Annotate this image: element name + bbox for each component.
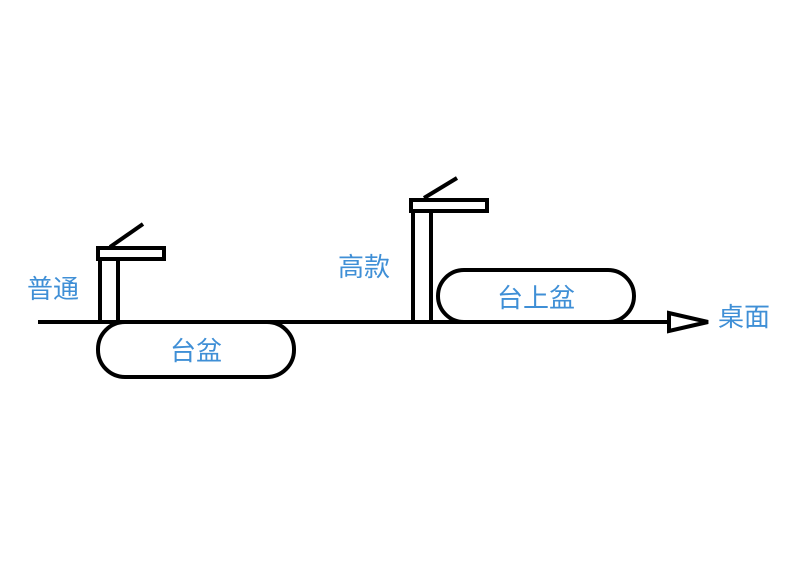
normal-faucet — [96, 222, 166, 324]
tall-faucet-body — [411, 205, 433, 324]
under-counter-basin — [96, 320, 296, 379]
over-basin-label: 台上盆 — [497, 284, 575, 314]
normal-label: 普通 — [27, 275, 79, 305]
countertop-arrow-icon — [667, 310, 709, 334]
tall-faucet-spout — [409, 198, 489, 213]
over-counter-basin — [436, 268, 636, 324]
normal-faucet-handle — [108, 222, 145, 249]
countertop-label: 桌面 — [718, 303, 770, 333]
tall-label: 高款 — [338, 253, 390, 283]
tall-faucet — [409, 176, 489, 324]
tall-faucet-handle — [422, 176, 459, 200]
normal-faucet-body — [98, 252, 120, 324]
under-basin-label: 台盆 — [170, 337, 222, 367]
normal-faucet-spout — [96, 246, 166, 261]
